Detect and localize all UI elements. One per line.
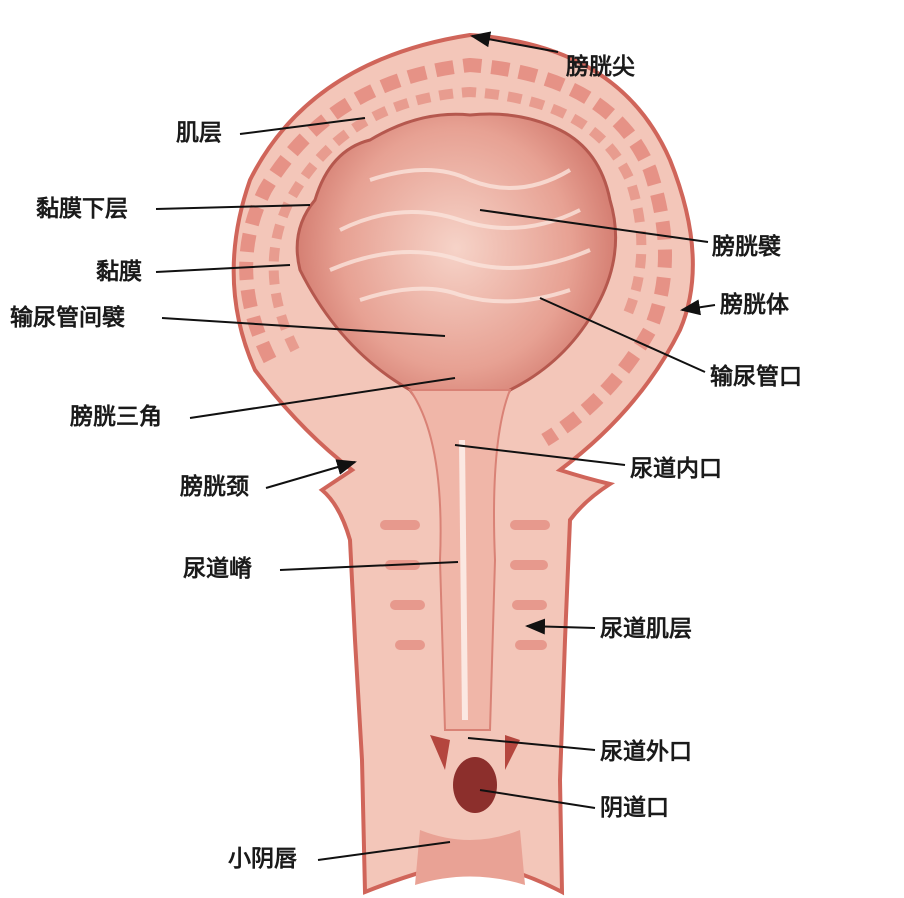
leader-interureteric-fold (161, 317, 446, 337)
label-bladder-folds: 膀胱襞 (712, 234, 781, 260)
label-external-orifice: 尿道外口 (600, 739, 692, 765)
label-labia-minora: 小阴唇 (228, 846, 297, 872)
leader-mucosa (155, 264, 291, 273)
leader-trigone (189, 377, 456, 419)
label-trigone: 膀胱三角 (70, 404, 162, 430)
label-ureteric-orifice: 输尿管口 (710, 364, 802, 390)
vaginal-orifice (453, 757, 497, 813)
leader-labia-minora (317, 841, 451, 861)
label-mucosa: 黏膜 (96, 259, 142, 285)
leader-submucosa (155, 204, 311, 210)
label-bladder-body: 膀胱体 (720, 292, 789, 318)
label-bladder-neck: 膀胱颈 (180, 474, 249, 500)
leader-external-orifice (467, 737, 596, 751)
label-interureteric-fold: 输尿管间襞 (10, 305, 125, 331)
label-muscle-layer: 肌层 (176, 120, 222, 146)
leader-vaginal-orifice (479, 789, 596, 809)
leader-internal-orifice (454, 444, 626, 466)
leader-muscle-layer (239, 117, 366, 135)
label-urethral-crest: 尿道嵴 (183, 556, 252, 582)
label-internal-orifice: 尿道内口 (630, 456, 722, 482)
leader-urethral-crest (279, 561, 459, 571)
leader-bladder-body (680, 299, 716, 316)
urethra (408, 389, 512, 731)
label-apex: 膀胱尖 (566, 54, 635, 80)
leader-urethral-muscle (525, 618, 596, 635)
label-urethral-muscle: 尿道肌层 (600, 616, 692, 642)
leader-bladder-neck (265, 459, 357, 489)
leader-apex (470, 31, 559, 53)
leader-bladder-folds (479, 209, 709, 243)
label-submucosa: 黏膜下层 (36, 196, 128, 222)
label-vaginal-orifice: 阴道口 (600, 795, 669, 821)
leader-ureteric-orifice (539, 297, 706, 373)
